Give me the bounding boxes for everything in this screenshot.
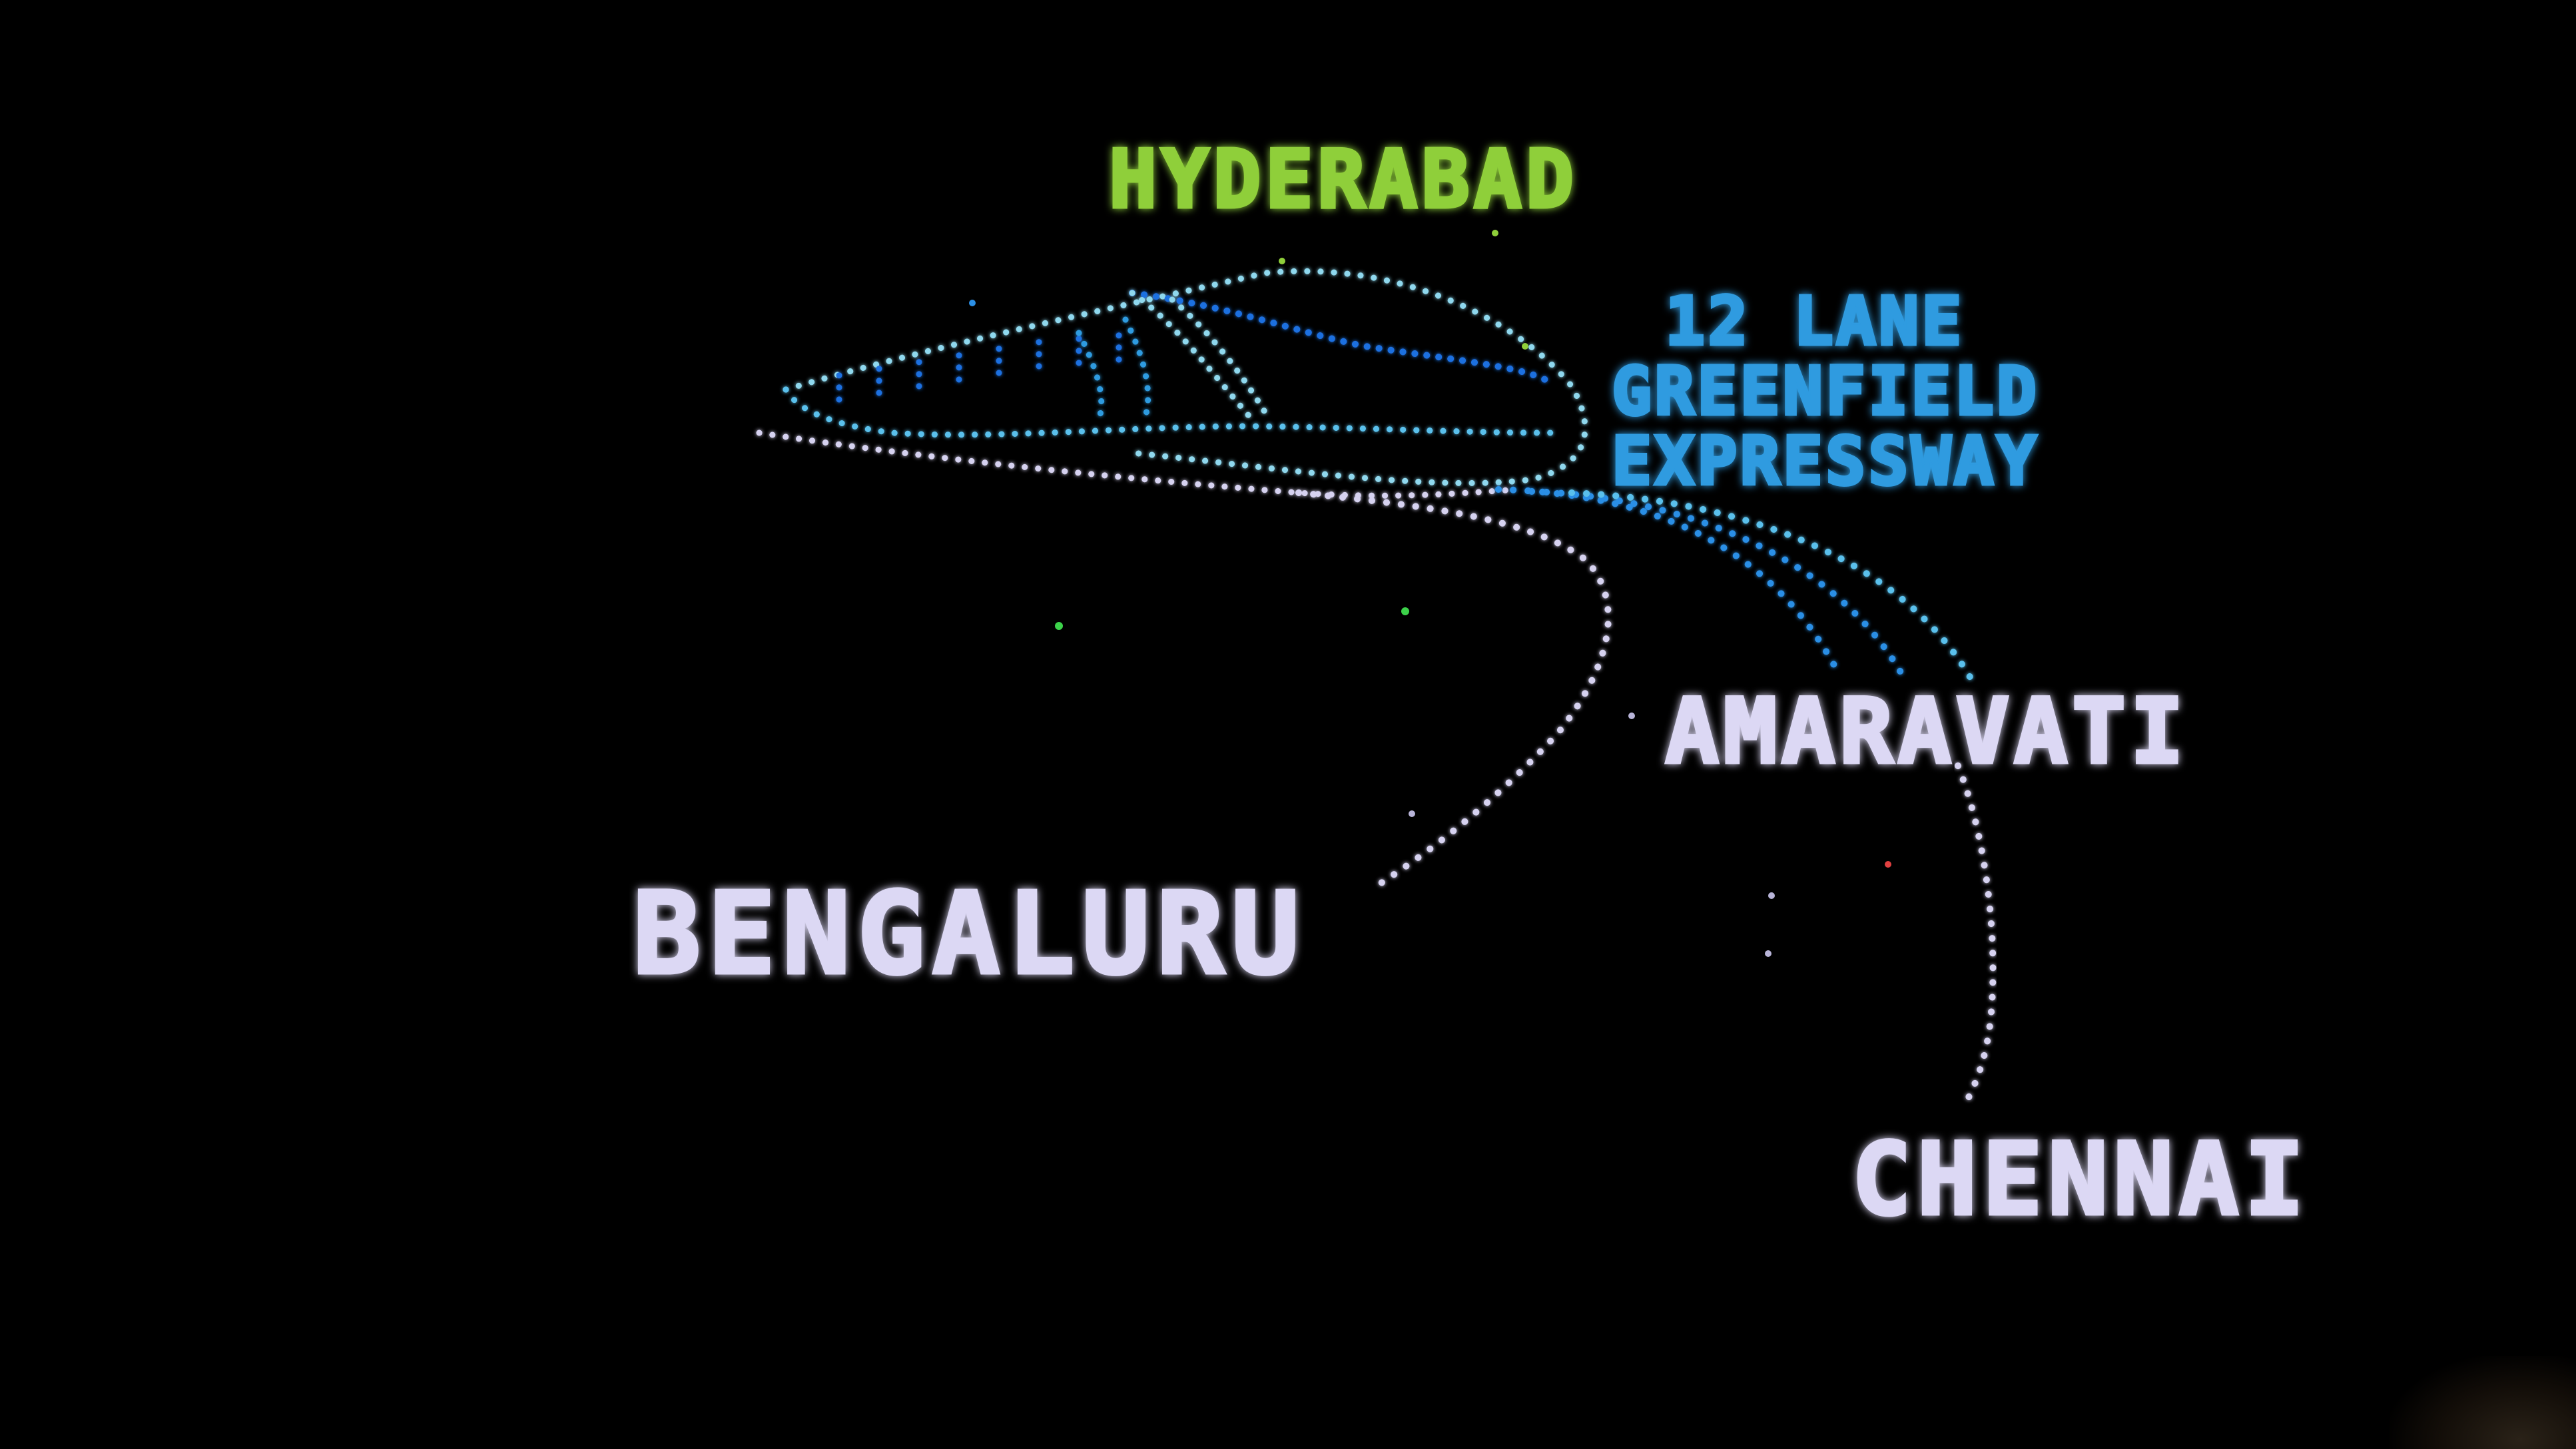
expressway-label: 12 LANE GREENFIELD EXPRESSWAY: [1610, 282, 2040, 500]
train-windows: [836, 323, 1122, 403]
train-nose: [783, 386, 1555, 438]
train-body-top: [783, 268, 1588, 486]
expressway-line-2: GREENFIELD: [1610, 352, 2040, 430]
city-label-hyderabad: HYDERABAD: [1107, 134, 1578, 226]
train-window-frame: [1076, 316, 1151, 423]
routes-amaravati: [1495, 486, 1975, 683]
city-label-bengaluru: BENGALURU: [631, 868, 1307, 1000]
expressway-line-1: 12 LANE: [1663, 282, 1965, 360]
route-bengaluru: [1295, 489, 1612, 892]
city-label-amaravati: AMARAVATI: [1664, 679, 2188, 784]
train-base: [756, 430, 1522, 499]
stray-drones: [969, 230, 1891, 957]
expressway-line-3: EXPRESSWAY: [1610, 422, 2040, 500]
train-stripe-top: [1129, 290, 1548, 383]
ground-glow: [2390, 1356, 2576, 1449]
bullet-train-icon: [756, 268, 1588, 499]
city-label-chennai: CHENNAI: [1849, 1122, 2310, 1238]
route-chennai: [1955, 762, 1997, 1102]
train-cab-window: [1129, 290, 1269, 423]
